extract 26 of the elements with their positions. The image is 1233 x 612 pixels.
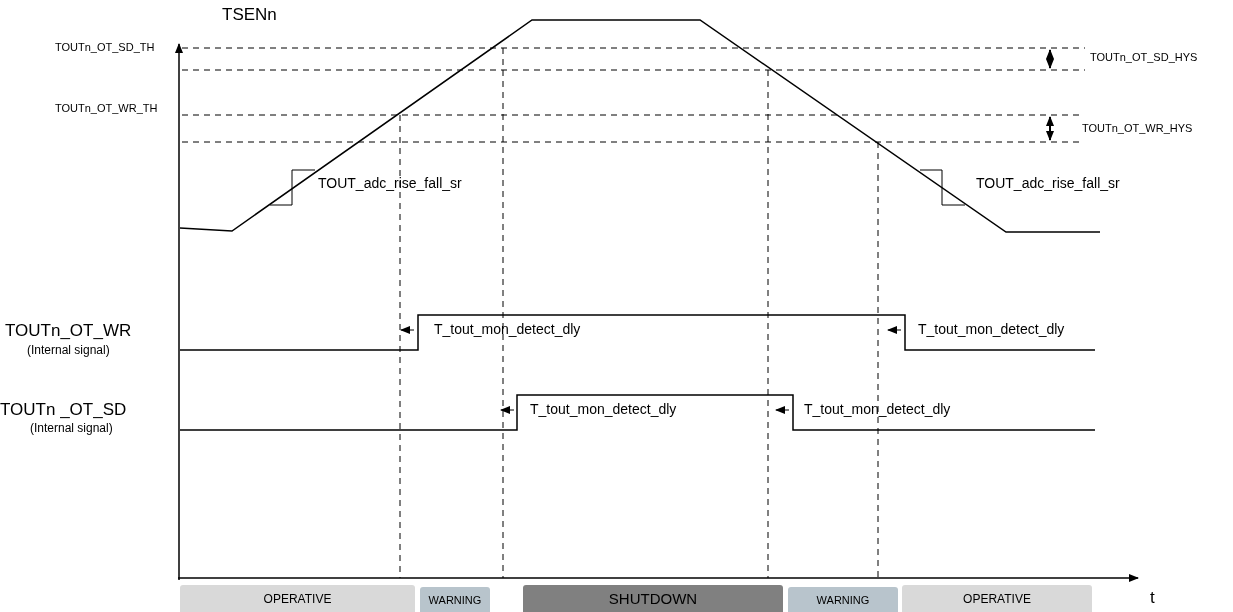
state-bar (902, 585, 1092, 612)
threshold-label: TOUTn_OT_WR_TH (55, 102, 158, 115)
state-label: WARNING (428, 593, 482, 606)
state-bar (180, 585, 415, 612)
state-label: OPERATIVE (263, 591, 332, 606)
signal-name: TOUTn_OT_WR (5, 322, 132, 341)
delay-label: T_tout_mon_detect_dly (918, 322, 1065, 338)
state-bar (788, 587, 898, 612)
hysteresis-label: TOUTn_OT_WR_HYS (1082, 122, 1193, 135)
delay-label: T_tout_mon_detect_dly (434, 322, 581, 338)
slew-rate-label: TOUT_adc_rise_fall_sr (318, 176, 462, 192)
hysteresis-label: TOUTn_OT_SD_HYS (1090, 51, 1198, 64)
state-label: WARNING (816, 593, 870, 606)
signal-note: (Internal signal) (27, 344, 110, 358)
threshold-label: TOUTn_OT_SD_TH (55, 41, 155, 54)
axis-label: TSENn (222, 6, 277, 25)
state-label: SHUTDOWN (608, 590, 698, 607)
signal-name: TOUTn _OT_SD (0, 401, 127, 420)
delay-label: T_tout_mon_detect_dly (530, 402, 677, 418)
state-label: OPERATIVE (963, 591, 1031, 606)
delay-label: T_tout_mon_detect_dly (804, 402, 951, 418)
state-bar (523, 585, 783, 612)
state-bar (420, 587, 490, 612)
slew-rate-label: TOUT_adc_rise_fall_sr (976, 176, 1120, 192)
axis-label: t (1150, 589, 1155, 608)
signal-note: (Internal signal) (30, 422, 113, 436)
